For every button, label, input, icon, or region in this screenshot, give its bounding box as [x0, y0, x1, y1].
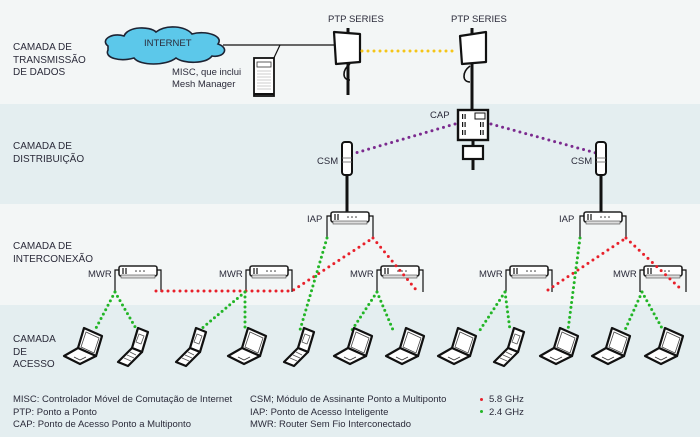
link-2-4ghz — [350, 290, 379, 332]
link-2-4ghz — [375, 290, 395, 332]
mwr-router-icon — [509, 265, 549, 279]
ptp-right-label: PTP SERIES — [451, 14, 507, 25]
band-access — [0, 305, 700, 437]
link-5-8ghz — [624, 236, 685, 293]
legend-item: IAP: Ponto de Acesso Inteligente — [250, 406, 389, 418]
mwr-label: MWR — [219, 269, 243, 280]
internet-cloud-icon — [104, 26, 226, 65]
mobile-phone-icon — [116, 326, 150, 368]
laptop-icon — [643, 326, 685, 366]
link-2-4ghz — [298, 236, 329, 332]
iap-left-label: IAP — [307, 214, 322, 225]
laptop-icon — [62, 326, 104, 366]
internet-label: INTERNET — [144, 38, 192, 49]
wired-lead — [639, 269, 644, 292]
csm-right-label: CSM — [571, 156, 592, 167]
link-5-8ghz — [154, 236, 375, 293]
csm-left-label: CSM — [317, 156, 338, 167]
layer-label-distribution: CAMADA DE DISTRIBUIÇÃO — [13, 141, 85, 165]
legend-item: MISC: Controlador Móvel de Comutação de … — [13, 394, 233, 405]
link-5-8ghz — [371, 236, 419, 293]
link-2-4ghz — [566, 236, 582, 332]
link-2-4ghz — [198, 290, 247, 332]
ptp-right-antenna-icon — [458, 28, 488, 115]
mwr-router-icon — [643, 265, 683, 279]
link-2-4ghz — [503, 290, 512, 332]
legend-item: CAP: Ponto de Acesso Ponto a Multiponto — [13, 419, 191, 430]
mwr-router-icon — [380, 265, 420, 279]
csm-right-module-icon — [595, 141, 607, 212]
csm-left-module-icon — [341, 141, 353, 212]
wired-lead — [245, 269, 250, 292]
frequency-item-5-8: 5.8 GHz — [480, 394, 524, 407]
link-5-8ghz — [546, 236, 628, 292]
link-2-4ghz — [640, 290, 665, 332]
frequency-item-2-4: 2.4 GHz — [480, 407, 524, 420]
wired-lead — [548, 269, 553, 292]
frequency-legend: 5.8 GHz 2.4 GHz — [480, 394, 524, 419]
wired-lead — [682, 269, 687, 292]
iap-left-router-icon — [330, 211, 370, 225]
cap-label: CAP — [430, 110, 450, 121]
iap-right-label: IAP — [559, 214, 574, 225]
legend-item: PTP: Ponto a Ponto — [13, 406, 97, 418]
mwr-label: MWR — [613, 269, 637, 280]
mwr-router-icon — [249, 265, 289, 279]
wired-lead — [288, 269, 293, 292]
laptop-icon — [436, 326, 478, 366]
wired-lead — [505, 269, 510, 292]
laptop-icon — [384, 326, 426, 366]
green-dot-icon — [480, 410, 483, 414]
legend-item: MWR: Router Sem Fio Interconectado — [250, 419, 412, 430]
legend-col1: MISC: Controlador Móvel de Comutação de … — [13, 394, 232, 432]
mobile-phone-icon — [492, 326, 526, 368]
link-2-4ghz — [93, 290, 117, 332]
mwr-router-icon — [118, 265, 158, 279]
mwr-label: MWR — [350, 269, 374, 280]
misc-label: MISC, que inclui — [172, 67, 241, 78]
laptop-icon — [538, 326, 580, 366]
cap-csm-right-link — [489, 122, 598, 155]
wired-lead — [376, 269, 381, 292]
ptp-left-antenna-icon — [332, 28, 362, 95]
misc-label-line2: Mesh Manager — [172, 79, 235, 90]
mobile-phone-icon — [282, 326, 316, 368]
cap-csm-left-link — [350, 122, 457, 156]
laptop-icon — [332, 326, 374, 366]
red-dot-icon — [480, 397, 483, 401]
laptop-icon — [226, 326, 268, 366]
mwr-label: MWR — [479, 269, 503, 280]
link-2-4ghz — [113, 290, 140, 334]
legend-col2: CSM; Módulo de Assinante Ponto a Multipo… — [250, 394, 446, 432]
mwr-label: MWR — [88, 269, 112, 280]
laptop-icon — [590, 326, 632, 366]
link-2-4ghz — [623, 290, 644, 332]
layer-label-interconnection: CAMADA DE INTERCONEXÃO — [13, 241, 94, 265]
wired-lead — [419, 269, 424, 292]
legend-item: CSM; Módulo de Assinante Ponto a Multipo… — [250, 394, 447, 405]
wired-lead — [157, 269, 162, 292]
layer-label-access: CAMADA DE ACESSO — [13, 334, 56, 370]
wired-lead — [114, 269, 119, 292]
link-2-4ghz — [478, 290, 507, 332]
layer-label-transmission: CAMADA DE TRANSMISSÃO DE DADOS — [13, 42, 86, 78]
iap-right-router-icon — [583, 211, 623, 225]
mobile-phone-icon — [174, 326, 208, 368]
cap-access-point-icon — [456, 108, 490, 170]
ptp-left-label: PTP SERIES — [328, 14, 384, 25]
misc-server-icon — [253, 57, 275, 97]
